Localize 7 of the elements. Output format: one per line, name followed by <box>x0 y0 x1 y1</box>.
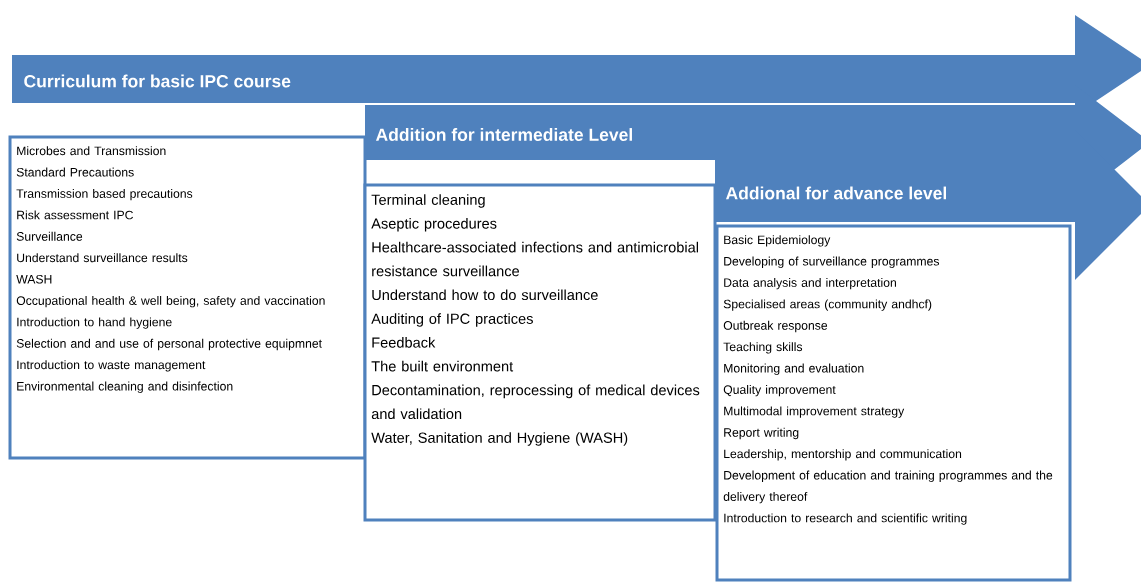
node-label: Addition for intermediate Level <box>375 128 632 141</box>
node-label: Addional for advance level <box>725 186 947 200</box>
topic-list-box: Microbes and Transmission Standard Precautions Transmission based precautions Risk assessment IPC Surveillance Understand surveillance results WASH Occupational health & well being, safety and vaccination Introduction to hand hygiene Selection and and use of personal protective equipmnet Introduction to waste management Environmental cleaning and disinfection <box>8 135 367 460</box>
node-label: Curriculum for basic IPC course <box>24 74 291 88</box>
topic-list-box: Basic Epidemiology Developing of surveillance programmes Data analysis and interpretation Specialised areas (community andhcf) Outbreak response Teaching skills Monitoring and evaluation Quality improvement Multimodal improvement strategy Report writing Leadership, mentorship and communication Development of education and training programmes and the delivery thereof Introduction to research and scientific writing <box>715 224 1072 582</box>
arrow-band: Curriculum for basic IPC course <box>12 15 1141 115</box>
topic-list-box: Terminal cleaning Aseptic procedures Healthcare-associated infections and antimicrobial resistance surveillance Understand how to do surveillance Auditing of IPC practices Feedback The built environment Decontamination, reprocessing of medical devices and validation Water, Sanitation and Hygiene (WASH) <box>363 183 717 522</box>
